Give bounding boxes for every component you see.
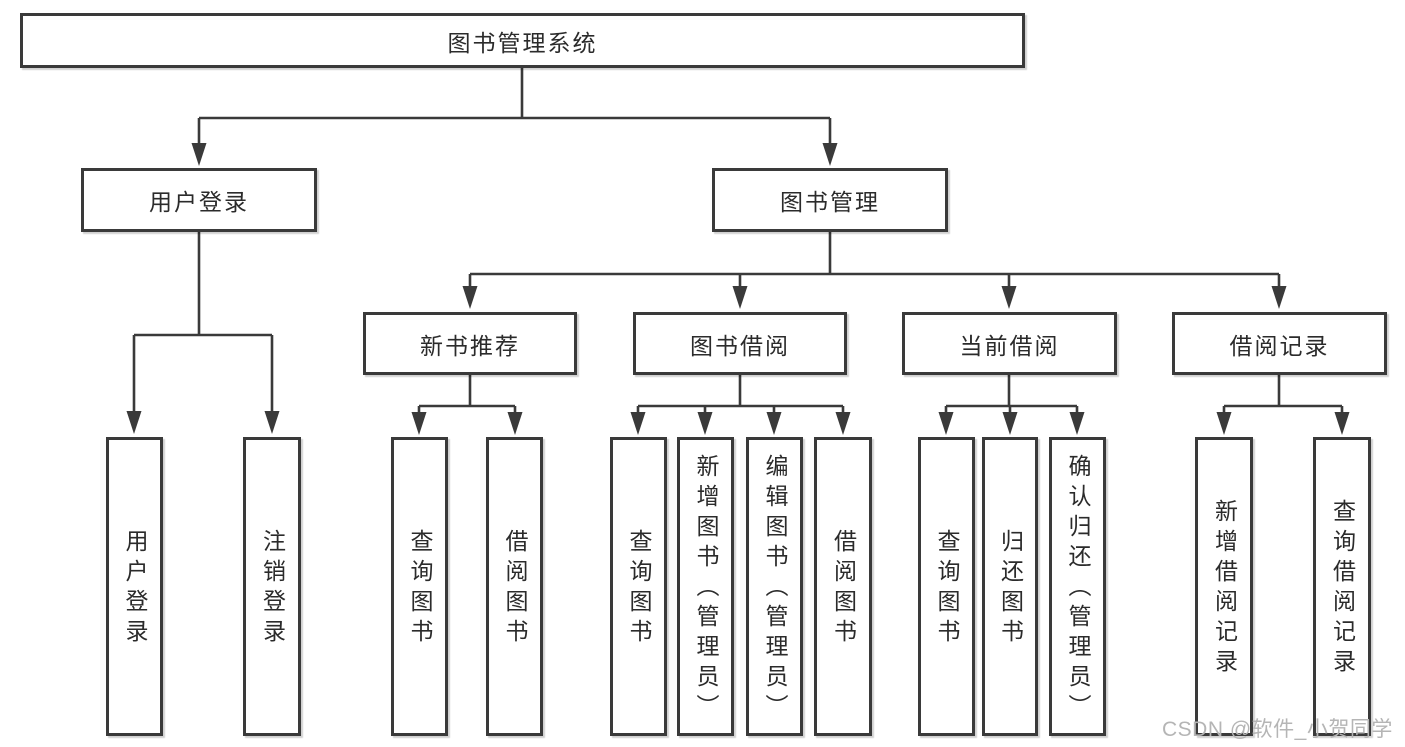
- leaf-recommend-query-book: 查询图书: [391, 437, 448, 736]
- leaf-borrow-borrow-book: 借阅图书: [814, 437, 872, 736]
- node-borrow-history: 借阅记录: [1172, 312, 1387, 375]
- arrowhead: [1271, 286, 1287, 309]
- arrowhead: [462, 286, 478, 309]
- arrowhead: [1069, 412, 1085, 435]
- arrowhead: [1216, 412, 1232, 435]
- leaf-recommend-borrow-book: 借阅图书: [486, 437, 543, 736]
- arrowhead: [1002, 412, 1018, 435]
- arrowhead: [697, 412, 713, 435]
- node-root: 图书管理系统: [20, 13, 1025, 68]
- leaf-borrow-add-book-admin: 新增图书（管理员）: [677, 437, 734, 736]
- arrowhead: [507, 412, 523, 435]
- node-new-book-recommend: 新书推荐: [363, 312, 577, 375]
- arrowhead: [835, 412, 851, 435]
- leaf-history-add-record: 新增借阅记录: [1195, 437, 1253, 736]
- arrowhead: [938, 412, 954, 435]
- arrowhead: [411, 412, 427, 435]
- arrowhead: [822, 143, 838, 166]
- node-book-borrow: 图书借阅: [633, 312, 847, 375]
- leaf-borrow-query-book: 查询图书: [610, 437, 667, 736]
- node-current-borrow: 当前借阅: [902, 312, 1117, 375]
- arrowhead: [191, 143, 207, 166]
- arrowhead: [766, 412, 782, 435]
- leaf-history-query-record: 查询借阅记录: [1313, 437, 1371, 736]
- arrowhead: [732, 286, 748, 309]
- arrowhead: [1334, 412, 1350, 435]
- leaf-logout: 注销登录: [243, 437, 301, 736]
- leaf-borrow-edit-book-admin: 编辑图书（管理员）: [746, 437, 803, 736]
- arrowhead: [1001, 286, 1017, 309]
- leaf-current-query-book: 查询图书: [918, 437, 975, 736]
- leaf-user-login: 用户登录: [106, 437, 163, 736]
- node-book-management: 图书管理: [712, 168, 948, 232]
- leaf-current-return-book: 归还图书: [982, 437, 1038, 736]
- node-user-login: 用户登录: [81, 168, 317, 232]
- leaf-current-confirm-return-admin: 确认归还（管理员）: [1049, 437, 1106, 736]
- arrowhead: [126, 411, 142, 434]
- arrowhead: [630, 412, 646, 435]
- watermark: CSDN @软件_小贺同学: [1162, 718, 1393, 741]
- arrowhead: [264, 411, 280, 434]
